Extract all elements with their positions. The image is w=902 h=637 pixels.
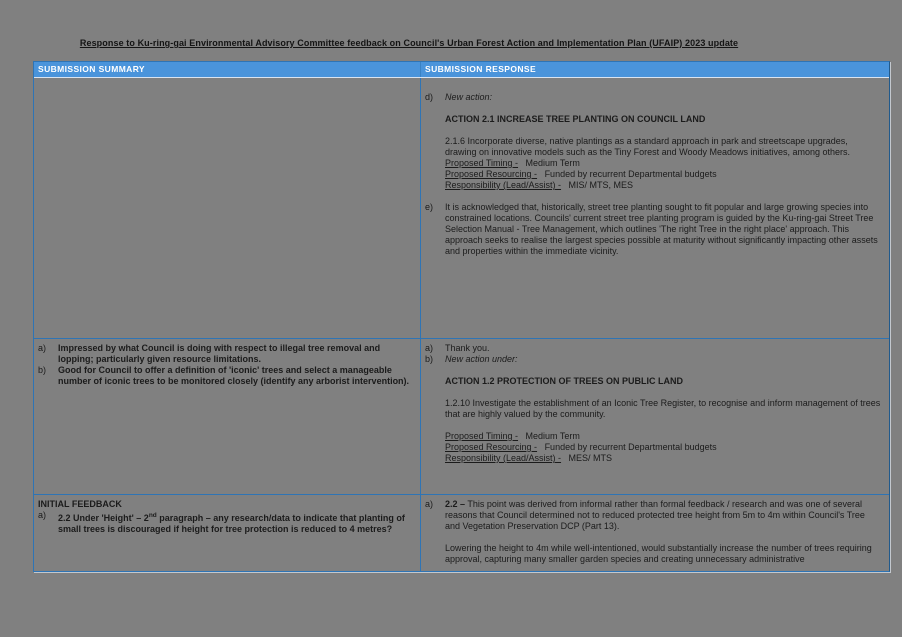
text-content: New action: xyxy=(445,92,493,102)
text-content: 2.2 – This point was derived from inform… xyxy=(445,499,865,531)
list-item: a) 2.2 Under 'Height' – 2nd paragraph – a… xyxy=(38,510,412,535)
response-cell: a) 2.2 – This point was derived from info… xyxy=(421,495,889,571)
text-content: 2.2 Under 'Height' – 2nd paragraph – any… xyxy=(58,512,405,534)
text-content: Proposed Resourcing - Funded by recurren… xyxy=(445,169,717,179)
paragraph: Responsibility (Lead/Assist) - MES/ MTS xyxy=(425,453,881,464)
table-row: d) New action: ACTION 2.1 INCREASE TREE PL… xyxy=(34,78,889,338)
table-header-row: SUBMISSION SUMMARY SUBMISSION RESPONSE xyxy=(34,62,889,78)
list-marker: d) xyxy=(425,92,434,102)
text-content: Thank you. xyxy=(445,343,490,353)
text-content: Lowering the height to 4m while well-int… xyxy=(445,543,872,564)
text-content: Proposed Timing - Medium Term xyxy=(445,431,580,441)
list-marker: a) xyxy=(38,343,47,353)
paragraph: 1.2.10 Investigate the establishment of … xyxy=(425,398,881,420)
paragraph: Proposed Timing - Medium Term xyxy=(425,158,881,169)
text-content: Good for Council to offer a definition o… xyxy=(58,365,410,386)
paragraph: Proposed Resourcing - Funded by recurren… xyxy=(425,169,881,180)
table-row: a) Impressed by what Council is doing wit… xyxy=(34,338,889,494)
text-content: Proposed Resourcing - Funded by recurren… xyxy=(445,442,717,452)
list-marker: e) xyxy=(425,202,434,212)
list-item: b) Good for Council to offer a definition… xyxy=(38,365,412,387)
response-cell: d) New action: ACTION 2.1 INCREASE TREE PL… xyxy=(421,78,889,338)
table-body: d) New action: ACTION 2.1 INCREASE TREE PL… xyxy=(34,78,889,571)
list-item: d) New action: xyxy=(425,92,881,103)
paragraph: Responsibility (Lead/Assist) - MIS/ MTS,… xyxy=(425,180,881,191)
text-content: Responsibility (Lead/Assist) - MIS/ MTS,… xyxy=(445,180,634,190)
list-marker: b) xyxy=(425,354,434,364)
list-item: a) 2.2 – This point was derived from info… xyxy=(425,499,881,532)
list-item: a) Impressed by what Council is doing wit… xyxy=(38,343,412,365)
paragraph: INITIAL FEEDBACK xyxy=(38,499,412,510)
paragraph: ACTION 1.2 PROTECTION OF TREES ON PUBLIC… xyxy=(425,376,881,387)
summary-cell xyxy=(34,78,421,338)
paragraph: ACTION 2.1 INCREASE TREE PLANTING ON COU… xyxy=(425,114,881,125)
list-item: b) New action under: xyxy=(425,354,881,365)
feedback-table: SUBMISSION SUMMARY SUBMISSION RESPONSE d… xyxy=(33,61,890,572)
column-header-submission-summary: SUBMISSION SUMMARY xyxy=(34,62,421,77)
text-content: Impressed by what Council is doing with … xyxy=(58,343,381,364)
summary-cell: a) Impressed by what Council is doing wit… xyxy=(34,339,421,494)
paragraph: Proposed Resourcing - Funded by recurren… xyxy=(425,442,881,453)
text-content: New action under: xyxy=(445,354,518,364)
response-cell: a) Thank you. b) New action under: ACTION 1.… xyxy=(421,339,889,494)
column-header-submission-response: SUBMISSION RESPONSE xyxy=(425,64,537,74)
text-content: 2.1.6 Incorporate diverse, native planti… xyxy=(445,136,851,157)
text-content: Responsibility (Lead/Assist) - MES/ MTS xyxy=(445,453,613,463)
list-marker: a) xyxy=(425,499,434,509)
text-content: Proposed Timing - Medium Term xyxy=(445,158,580,168)
page-title: Response to Ku-ring-gai Environmental Ad… xyxy=(79,38,739,48)
text-content: It is acknowledged that, historically, s… xyxy=(445,202,878,256)
paragraph: 2.1.6 Incorporate diverse, native planti… xyxy=(425,136,881,158)
text-content: ACTION 2.1 INCREASE TREE PLANTING ON COU… xyxy=(445,114,706,124)
list-marker: b) xyxy=(38,365,47,375)
list-item: a) Thank you. xyxy=(425,343,881,354)
list-marker: a) xyxy=(425,343,434,353)
list-item: e) It is acknowledged that, historically,… xyxy=(425,202,881,257)
paragraph: Proposed Timing - Medium Term xyxy=(425,431,881,442)
paragraph: Lowering the height to 4m while well-int… xyxy=(425,543,881,565)
text-content: 1.2.10 Investigate the establishment of … xyxy=(445,398,881,419)
text-content: ACTION 1.2 PROTECTION OF TREES ON PUBLIC… xyxy=(445,376,684,386)
text-content: INITIAL FEEDBACK xyxy=(38,499,122,509)
list-marker: a) xyxy=(38,510,47,520)
